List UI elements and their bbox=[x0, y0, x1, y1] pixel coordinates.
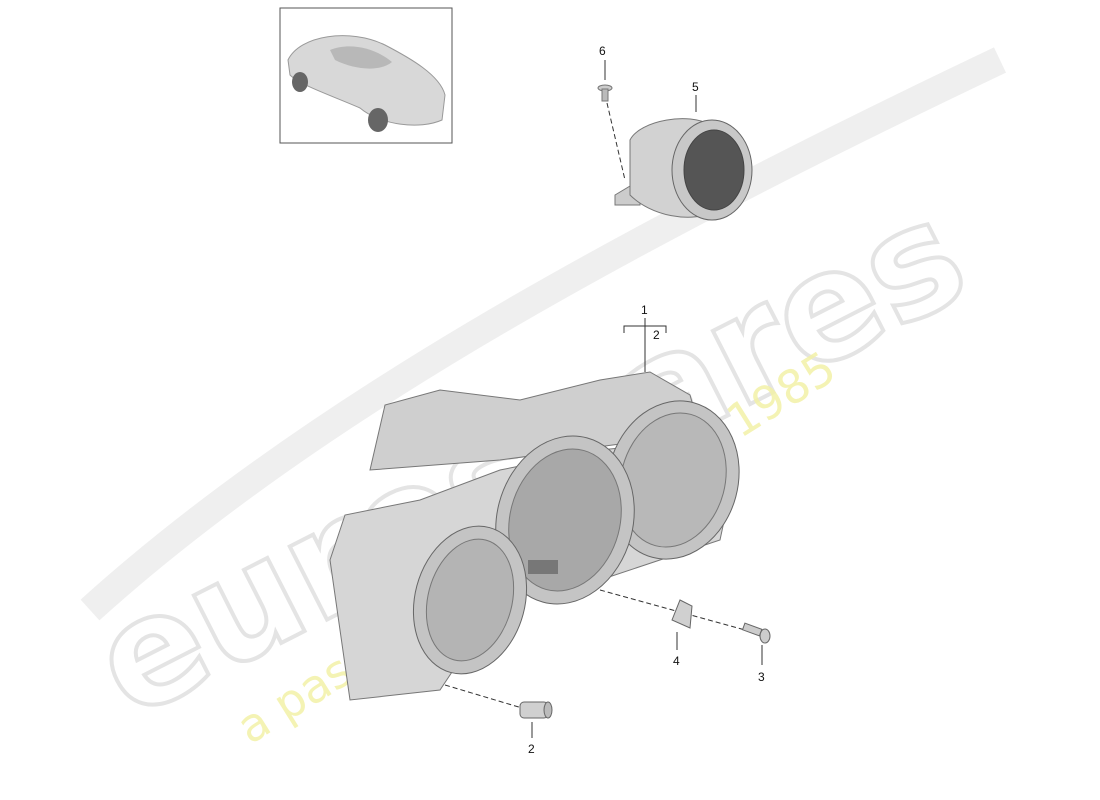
callout-5: 5 bbox=[692, 80, 699, 94]
leader-line bbox=[599, 589, 746, 631]
vehicle-thumbnail[interactable] bbox=[279, 7, 453, 144]
clock-gauge[interactable] bbox=[614, 118, 753, 221]
callout-2-knob: 2 bbox=[528, 742, 535, 756]
reset-knob[interactable] bbox=[519, 701, 553, 719]
leader-line bbox=[444, 684, 523, 709]
callout-3: 3 bbox=[758, 670, 765, 684]
car-icon bbox=[287, 35, 446, 132]
clock-screw[interactable] bbox=[597, 84, 613, 102]
callout-2-bracket: 2 bbox=[653, 328, 660, 342]
watermark-swoosh bbox=[80, 47, 1007, 621]
screw[interactable] bbox=[741, 622, 771, 644]
callout-6: 6 bbox=[599, 44, 606, 58]
instrument-cluster[interactable] bbox=[329, 371, 756, 701]
clip-nut[interactable] bbox=[671, 599, 693, 629]
leader-line bbox=[606, 102, 626, 181]
callout-1: 1 bbox=[641, 303, 648, 317]
callout-4: 4 bbox=[673, 654, 680, 668]
